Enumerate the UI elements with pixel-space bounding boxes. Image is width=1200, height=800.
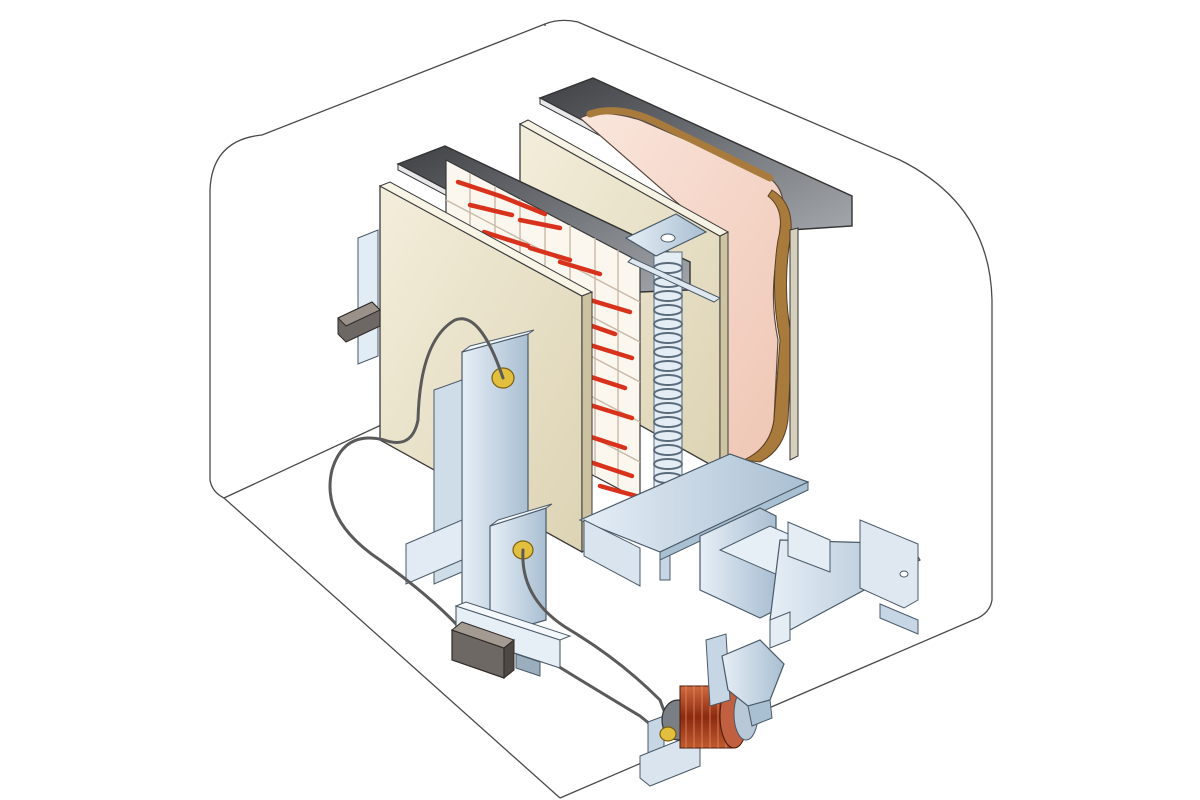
rear-frame-post xyxy=(789,227,799,461)
carriage-base-plate xyxy=(578,453,921,635)
small-terminal-bracket xyxy=(489,503,553,637)
carriage-guide-spring xyxy=(624,213,722,581)
left-end-bracket xyxy=(337,229,381,365)
front-bottom-strap xyxy=(454,601,572,677)
housing-shell xyxy=(209,19,993,799)
lever-knob xyxy=(450,621,516,680)
release-latch xyxy=(705,611,791,727)
rivet xyxy=(659,726,677,742)
